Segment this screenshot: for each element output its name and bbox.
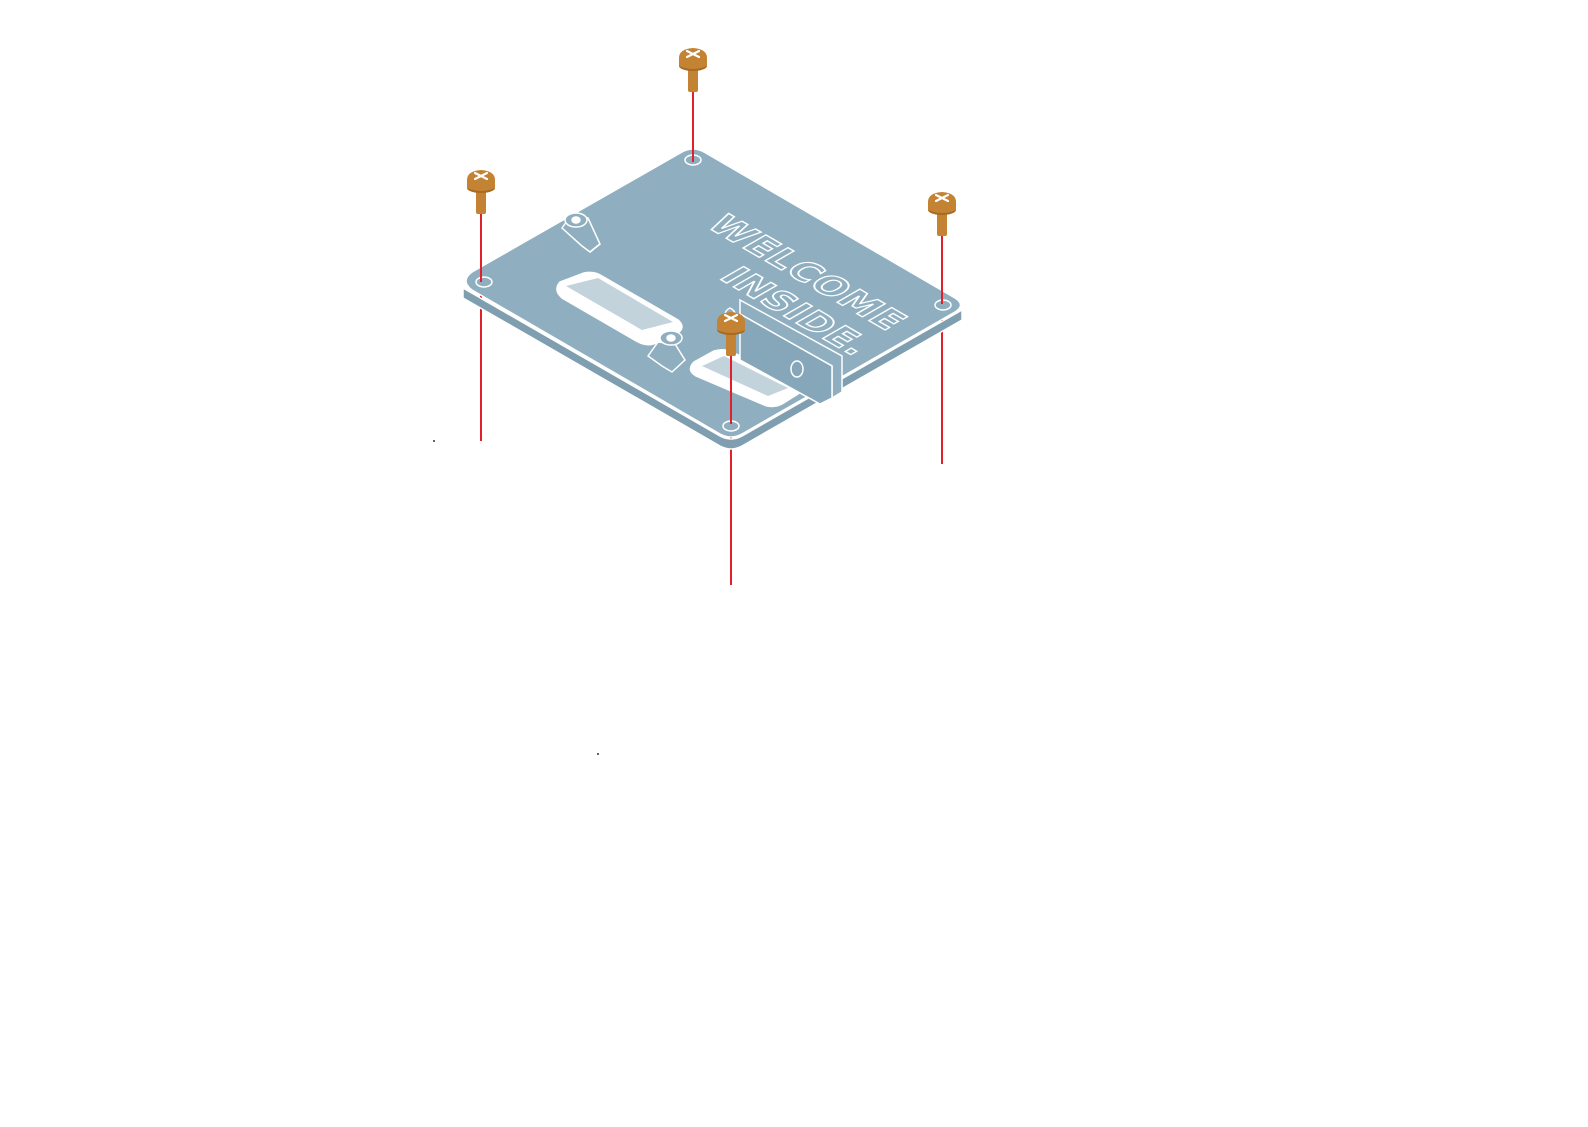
stray-mark-1 (433, 440, 435, 442)
screw-left (467, 170, 495, 214)
screw-icon (467, 170, 495, 214)
hole-left (475, 276, 493, 288)
plate-top (465, 148, 962, 438)
slot-left-inner (566, 278, 673, 330)
screw-back (679, 48, 707, 92)
screw-front (717, 312, 745, 356)
clip-boss-front (646, 330, 686, 373)
slot-front-inner (702, 356, 788, 396)
stray-mark-2 (597, 753, 599, 755)
screw-icon (679, 48, 707, 92)
plate-edge (462, 286, 963, 450)
screw-icon (928, 192, 956, 236)
screw-icon (717, 312, 745, 356)
clip-boss-back (561, 212, 601, 253)
guide-lines-upper (480, 92, 943, 424)
screw-right (928, 192, 956, 236)
mounting-plate: WELCOME INSIDE. (462, 148, 963, 450)
guide-lines-lower (480, 288, 943, 585)
